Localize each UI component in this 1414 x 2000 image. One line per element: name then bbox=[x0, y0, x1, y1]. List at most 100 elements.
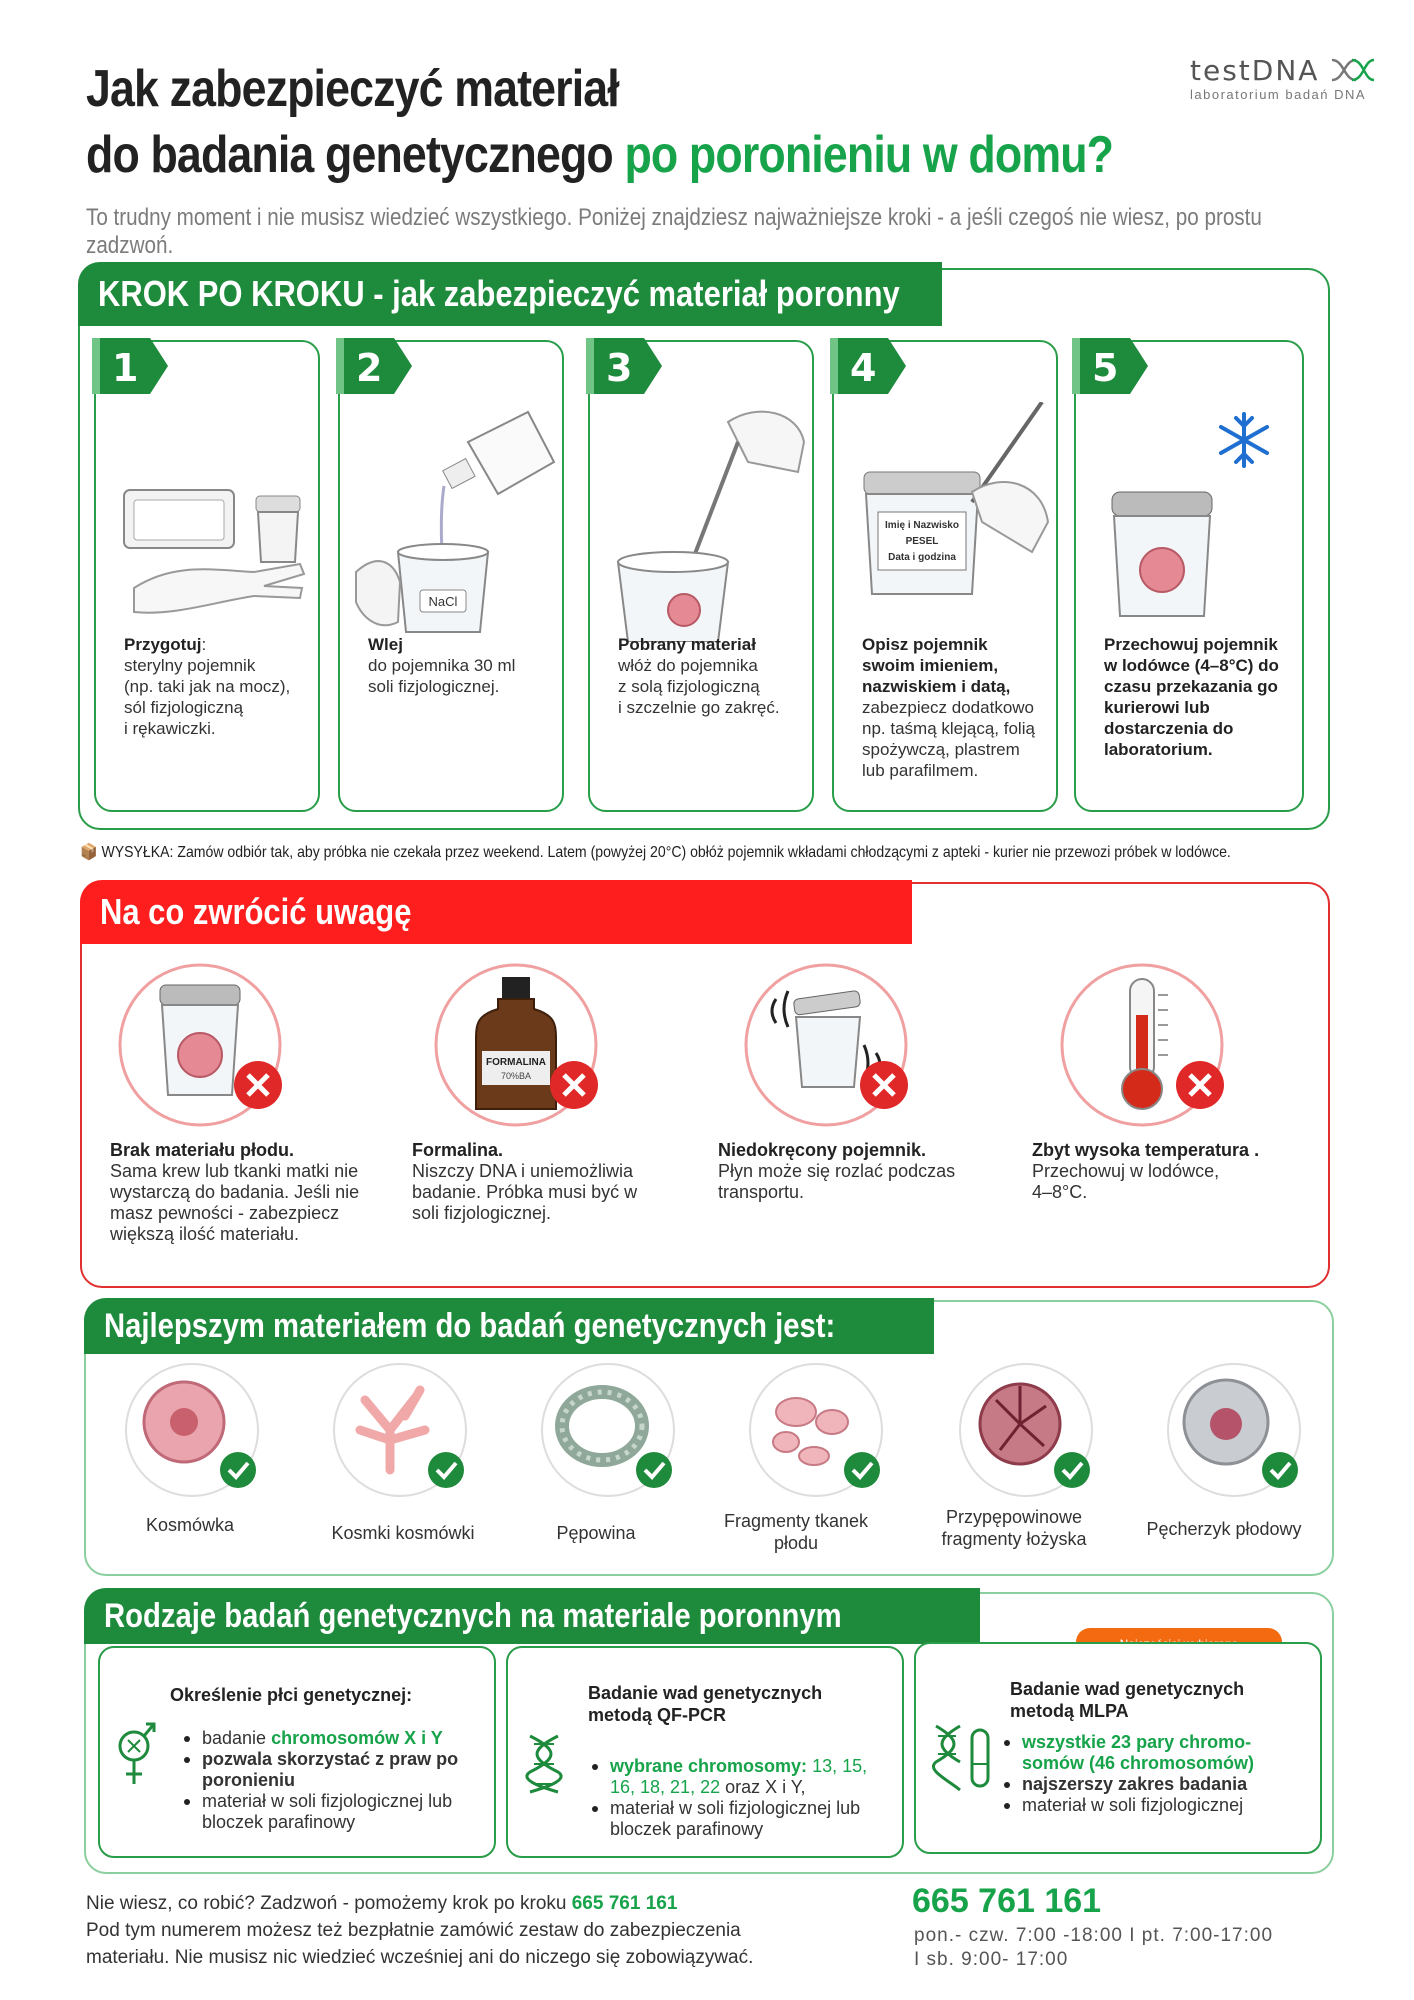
step-card-5: 5 Przechowuj pojemnik w lodówce (4–8°C) … bbox=[1072, 338, 1304, 812]
step-3-text: Pobrany materiał włóż do pojemnika z sol… bbox=[618, 634, 802, 718]
test-1-item-2: pozwala skorzystać z praw po poronieniu bbox=[178, 1749, 478, 1791]
step-2-rest: do pojemnika 30 ml soli fizjologicznej. bbox=[368, 656, 516, 696]
test-3-item-1: wszystkie 23 pary chromo-somów (46 chrom… bbox=[998, 1732, 1298, 1774]
container-gloves-illustration bbox=[123, 489, 306, 614]
page-subtitle: To trudny moment i nie musisz wiedzieć w… bbox=[86, 204, 1262, 259]
high-temperature-illustration bbox=[1060, 963, 1224, 1127]
step-number: 1 bbox=[112, 346, 139, 390]
step-number: 3 bbox=[606, 346, 633, 390]
test-3-title: Badanie wad genetycznych metodą MLPA bbox=[1010, 1679, 1245, 1721]
check-icon bbox=[1262, 1452, 1298, 1488]
hours-line-1: pon.- czw. 7:00 -18:00 I pt. 7:00-17:00 bbox=[914, 1925, 1274, 1946]
logo-tagline: laboratorium badań DNA bbox=[1190, 87, 1367, 102]
opening-hours: pon.- czw. 7:00 -18:00 I pt. 7:00-17:00 … bbox=[914, 1924, 1273, 1972]
footer-inline-phone-link[interactable]: 665 761 161 bbox=[571, 1893, 678, 1914]
step-card-4: 4 Imię i Nazwisko PESEL Data i godzina O… bbox=[830, 338, 1058, 812]
step-number-badge: 2 bbox=[336, 338, 416, 394]
step-4-rest: zabezpiecz dodatkowo np. taśmą klejącą, … bbox=[862, 698, 1035, 780]
warning-3-bold: Niedokręcony pojemnik. bbox=[718, 1140, 927, 1160]
formalin-sub-label: 70%BA bbox=[501, 1071, 531, 1081]
step-4-bold: Opisz pojemnik swoim imieniem, nazwiskie… bbox=[862, 635, 1011, 696]
step-number-badge: 5 bbox=[1072, 338, 1152, 394]
test-1-item-1: badanie chromosomów X i Y bbox=[178, 1728, 478, 1749]
material-label-chorion: Kosmówka bbox=[145, 1515, 235, 1535]
warning-loose-lid: Niedokręcony pojemnik.Płyn może się rozl… bbox=[718, 1140, 988, 1203]
umbilical-cord-illustration bbox=[541, 1363, 675, 1497]
warnings-section-title: Na co zwrócić uwagę bbox=[80, 880, 912, 944]
check-icon bbox=[1054, 1452, 1090, 1488]
test-1-list: badanie chromosomów X i Y pozwala skorzy… bbox=[178, 1728, 478, 1833]
footer-line-1: Nie wiesz, co robić? Zadzwoń - pomożemy … bbox=[86, 1890, 806, 1917]
step-card-2: 2 NaCl Wlej do pojemnika 30 ml soli fizj… bbox=[336, 338, 564, 812]
test-3-item-3: materiał w soli fizjologicznej bbox=[998, 1795, 1298, 1816]
step-number-badge: 1 bbox=[92, 338, 172, 394]
test-1-item-1-highlight: chromosomów X i Y bbox=[271, 1728, 443, 1748]
step-4-text: Opisz pojemnik swoim imieniem, nazwiskie… bbox=[862, 634, 1046, 781]
title-line-1: Jak zabezpieczyć materiał bbox=[86, 60, 620, 118]
material-label-placenta: Przypępowinowe fragmenty łożyska bbox=[941, 1507, 1087, 1549]
material-label-fetal-tissue: Fragmenty tkanek płodu bbox=[723, 1511, 869, 1553]
dna-logo-icon bbox=[1332, 58, 1375, 82]
cross-icon bbox=[234, 1061, 282, 1109]
labeling-container-illustration: Imię i Nazwisko PESEL Data i godzina bbox=[863, 402, 1050, 595]
best-title-text: Najlepszym materiałem do badań genetyczn… bbox=[104, 1307, 836, 1345]
loose-lid-illustration bbox=[744, 963, 908, 1127]
warnings-title-text: Na co zwrócić uwagę bbox=[100, 891, 412, 932]
test-2-item-1-post: oraz X i Y, bbox=[720, 1777, 806, 1797]
warning-4-rest: Przechowuj w lodówce, 4–8°C. bbox=[1032, 1161, 1220, 1202]
snowflake-icon bbox=[1219, 412, 1269, 468]
step-number: 2 bbox=[356, 346, 383, 390]
placing-material-illustration bbox=[616, 410, 806, 642]
step-5-text: Przechowuj pojemnik w lodówce (4–8°C) do… bbox=[1104, 634, 1292, 760]
test-2-item-1-highlight: wybrane chromosomy: bbox=[610, 1756, 808, 1776]
test-3-list: wszystkie 23 pary chromo-somów (46 chrom… bbox=[998, 1732, 1298, 1816]
footer-line-2: Pod tym numerem możesz też bezpłatnie za… bbox=[86, 1920, 754, 1968]
hours-line-2: I sb. 9:00- 17:00 bbox=[914, 1949, 1069, 1970]
warning-3-rest: Płyn może się rozlać podczas transportu. bbox=[718, 1161, 956, 1202]
contact-phone-link[interactable]: 665 761 161 bbox=[912, 1882, 1102, 1920]
step-number: 4 bbox=[850, 346, 877, 390]
dna-test-tube-icon bbox=[932, 1724, 990, 1792]
test-2-list: wybrane chromosomy: 13, 15, 16, 18, 21, … bbox=[586, 1756, 886, 1840]
check-icon bbox=[220, 1452, 256, 1488]
nacl-label: NaCl bbox=[429, 594, 458, 609]
logo-brand-text: testDNA bbox=[1190, 54, 1320, 87]
fetal-tissue-fragments-illustration bbox=[749, 1363, 883, 1497]
step-card-1: 1 Przygotuj: sterylny pojemnik (np. taki… bbox=[92, 338, 320, 812]
step-1-text: Przygotuj: sterylny pojemnik (np. taki j… bbox=[124, 634, 308, 739]
dna-helix-icon bbox=[525, 1734, 563, 1794]
tests-section-title: Rodzaje badań genetycznych na materiale … bbox=[84, 1588, 980, 1644]
refrigerated-container-illustration bbox=[1111, 412, 1269, 617]
warning-2-bold: Formalina. bbox=[412, 1140, 504, 1160]
title-green-part: po poronieniu w domu? bbox=[624, 126, 1114, 184]
warning-4-bold: Zbyt wysoka temperatura . bbox=[1032, 1140, 1260, 1160]
step-number: 5 bbox=[1092, 346, 1119, 390]
cross-icon bbox=[1176, 1061, 1224, 1109]
label-name: Imię i Nazwisko bbox=[885, 520, 959, 531]
warning-2-rest: Niszczy DNA i uniemożliwia badanie. Prób… bbox=[412, 1161, 638, 1223]
step-5-bold: Przechowuj pojemnik w lodówce (4–8°C) do… bbox=[1104, 635, 1279, 759]
label-pesel: PESEL bbox=[906, 536, 939, 547]
gender-symbol-icon bbox=[118, 1722, 156, 1784]
warning-1-bold: Brak materiału płodu. bbox=[110, 1140, 295, 1160]
test-1-item-1-text: badanie bbox=[202, 1728, 272, 1748]
footer-line-1-text: Nie wiesz, co robić? Zadzwoń - pomożemy … bbox=[86, 1893, 572, 1914]
step-1-rest: : sterylny pojemnik (np. taki jak na moc… bbox=[124, 635, 291, 738]
test-card-qf-pcr: Badanie wad genetycznych metodą QF-PCR w… bbox=[506, 1646, 904, 1858]
material-label-sac: Pęcherzyk płodowy bbox=[1146, 1519, 1302, 1539]
testdna-logo: testDNA laboratorium badań DNA bbox=[1190, 54, 1390, 102]
tests-title-text: Rodzaje badań genetycznych na materiale … bbox=[104, 1597, 842, 1635]
pouring-saline-illustration: NaCl bbox=[355, 410, 556, 633]
test-3-item-2: najszerszy zakres badania bbox=[998, 1774, 1298, 1795]
warning-no-fetal-material: Brak materiału płodu.Sama krew lub tkank… bbox=[110, 1140, 360, 1245]
warning-1-rest: Sama krew lub tkanki matki nie wystarczą… bbox=[110, 1161, 360, 1244]
steps-section-title: KROK PO KROKU - jak zabezpieczyć materia… bbox=[78, 262, 942, 326]
test-card-mlpa: Badanie wad genetycznych metodą MLPA wsz… bbox=[914, 1642, 1322, 1854]
warning-formalin: Formalina.Niszczy DNA i uniemożliwia bad… bbox=[412, 1140, 662, 1224]
test-2-item-1: wybrane chromosomy: 13, 15, 16, 18, 21, … bbox=[586, 1756, 886, 1798]
test-1-item-3: materiał w soli fizjologicznej lub blocz… bbox=[178, 1791, 478, 1833]
test-1-title: Określenie płci genetycznej: bbox=[170, 1685, 413, 1705]
logo-brand: testDNA bbox=[1190, 54, 1390, 87]
chorionic-villi-illustration bbox=[333, 1363, 467, 1497]
best-material-section-title: Najlepszym materiałem do badań genetyczn… bbox=[84, 1298, 934, 1354]
